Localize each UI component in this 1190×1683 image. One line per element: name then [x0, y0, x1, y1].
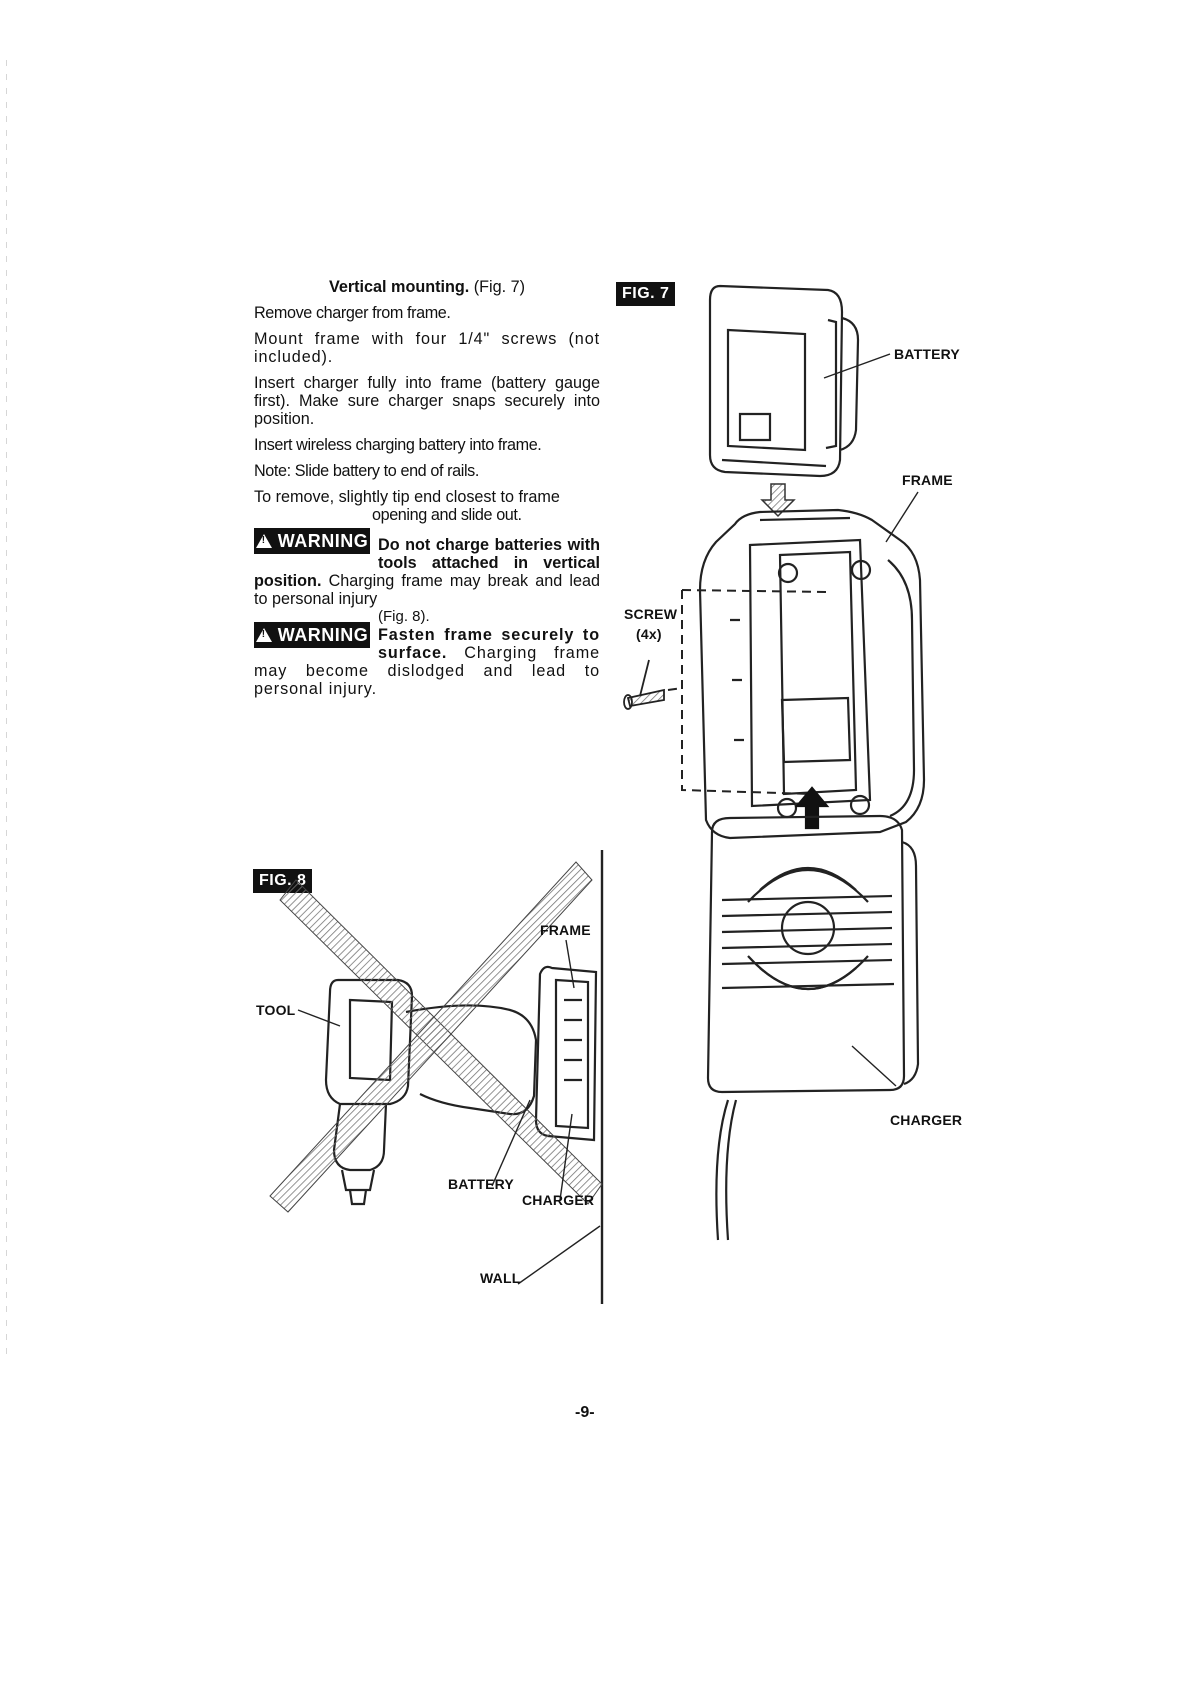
section-heading: Vertical mounting. (Fig. 7) — [328, 278, 526, 296]
instructions-column: Vertical mounting. (Fig. 7) Remove charg… — [254, 278, 600, 698]
fig7-label-charger: CHARGER — [890, 1112, 963, 1128]
fig8-label-tool: TOOL — [256, 1002, 296, 1018]
scan-artifact — [6, 60, 7, 1360]
step-insert-charger: Insert charger fully into frame (battery… — [254, 374, 600, 428]
warning-badge: WARNING — [254, 622, 370, 648]
fig7-label-battery: BATTERY — [894, 346, 960, 362]
fig8-illustration — [269, 850, 604, 1304]
fig8-label-frame: FRAME — [540, 922, 591, 938]
fig7-label: FIG. 7 — [616, 282, 676, 306]
warning-triangle-icon — [255, 534, 272, 548]
fig7-label-screw-count: (4x) — [636, 626, 662, 642]
fig7-label-frame: FRAME — [902, 472, 953, 488]
screw-icon — [623, 659, 665, 710]
step-mount-frame: Mount frame with four 1/4" screws (not i… — [254, 330, 600, 366]
warning-badge: WARNING — [254, 528, 370, 554]
warning-fasten-frame: WARNING (Fig. 8). Fasten frame securely … — [254, 608, 600, 698]
fig8-label-wall: WALL — [480, 1270, 521, 1286]
frame-drawing — [698, 508, 926, 840]
fig8-label-battery: BATTERY — [448, 1176, 514, 1192]
note-slide-battery: Note: Slide battery to end of rails. — [254, 462, 479, 480]
fig7-leader-lines — [823, 353, 919, 1087]
screw-guide-lines — [667, 589, 829, 795]
step-remove-text: To remove, slightly tip end closest to f… — [254, 488, 560, 506]
warning-triangle-icon — [255, 628, 272, 642]
page-number: -9- — [575, 1404, 595, 1421]
step-remove-charger: Remove charger from frame. — [254, 304, 451, 322]
step-insert-battery: Insert wireless charging battery into fr… — [254, 436, 542, 454]
arrow-up-icon — [794, 786, 830, 830]
charger-drawing — [706, 814, 920, 1241]
fig8-label-charger: CHARGER — [522, 1192, 595, 1208]
battery-drawing — [708, 284, 860, 478]
fig7-label-screw: SCREW — [624, 606, 678, 622]
warning-vertical-position: WARNING Do not charge batteries with too… — [254, 528, 600, 608]
arrow-down-icon — [760, 483, 796, 518]
step-remove-text-cont: opening and slide out. — [372, 506, 522, 524]
warning-fig-ref: (Fig. 8). — [378, 608, 430, 625]
